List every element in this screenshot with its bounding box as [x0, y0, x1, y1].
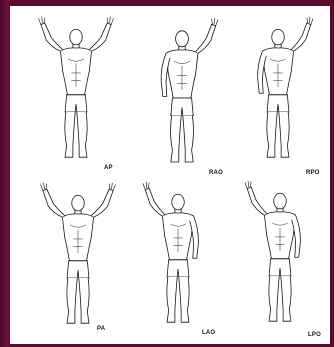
figure-ap — [39, 17, 114, 157]
view-label-lpo: LPO — [308, 332, 321, 338]
view-label-lao: LAO — [202, 330, 215, 336]
figure-rao — [161, 18, 218, 162]
figure-pa — [41, 183, 116, 323]
view-label-ap: AP — [104, 165, 113, 171]
view-label-rpo: RPO — [306, 170, 320, 176]
view-label-pa: PA — [97, 326, 105, 332]
figure-rpo — [258, 17, 313, 157]
figure-lpo — [245, 181, 300, 321]
view-label-rao: RAO — [209, 170, 223, 176]
figure-lao — [143, 182, 198, 322]
